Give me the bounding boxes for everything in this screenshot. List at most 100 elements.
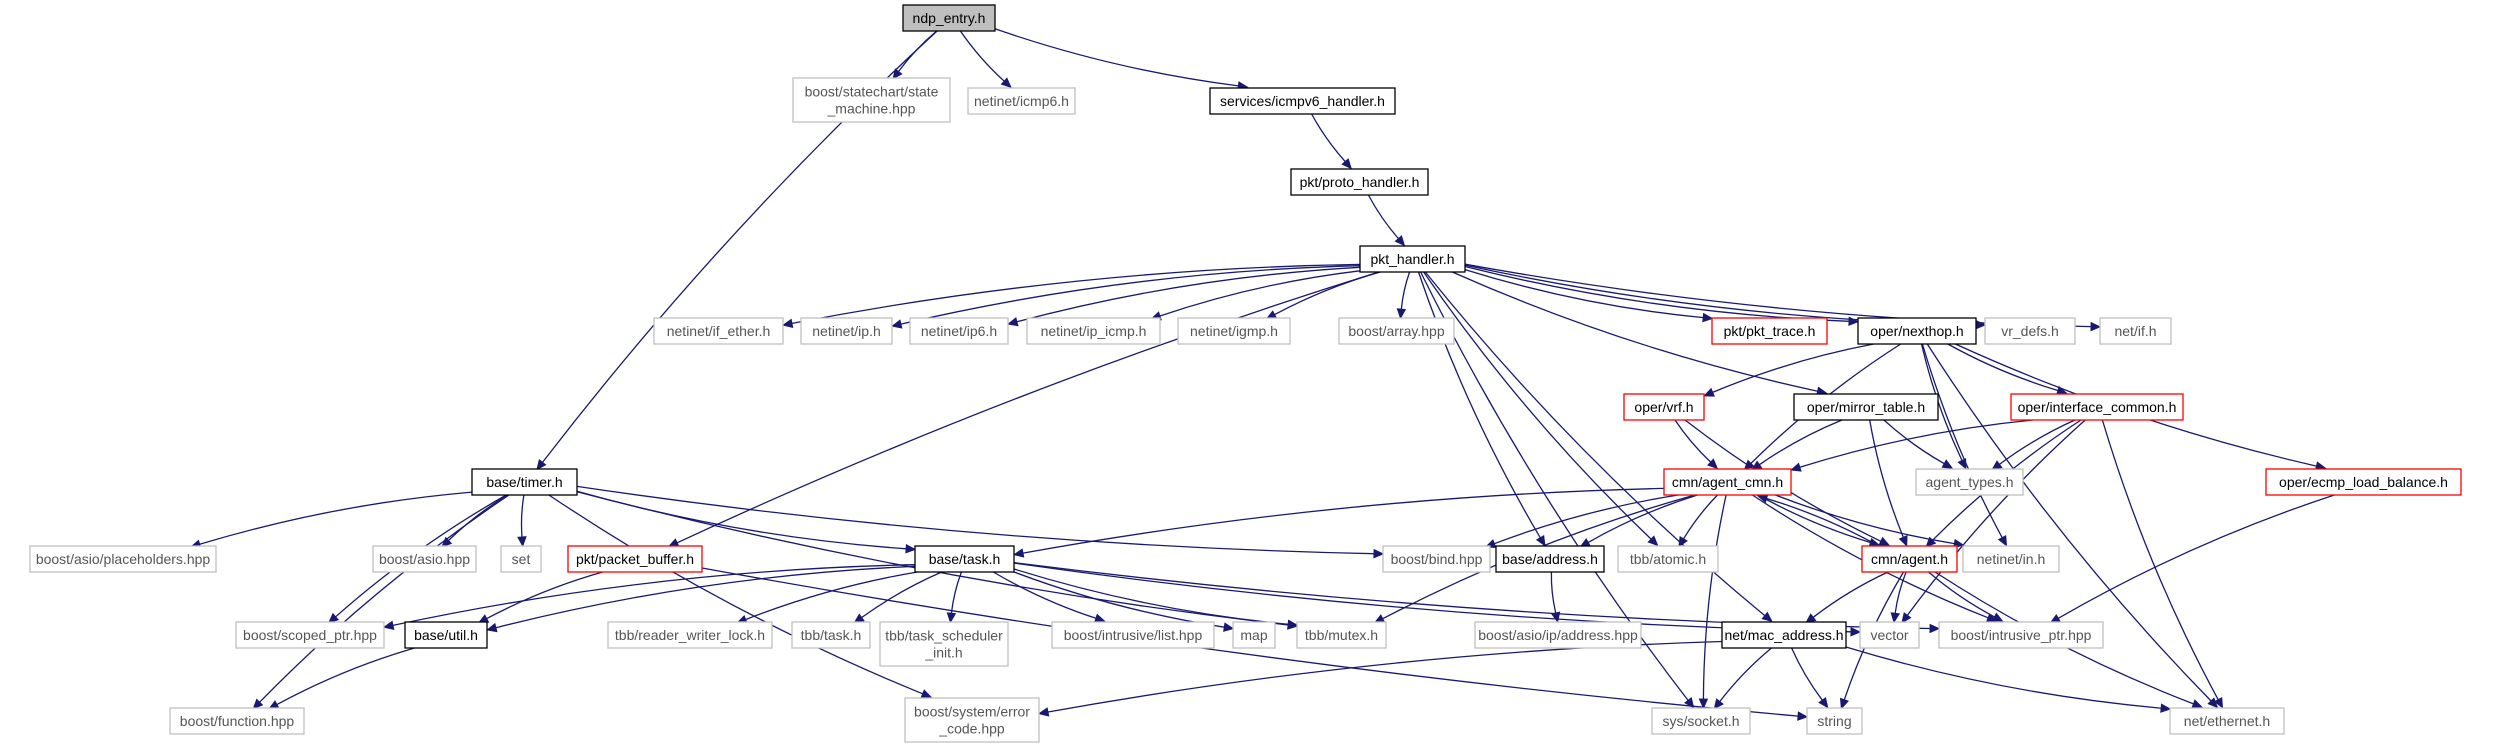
edge-line bbox=[576, 485, 1375, 555]
node-label: sys/socket.h bbox=[1662, 713, 1739, 729]
node-nexthop[interactable]: oper/nexthop.h bbox=[1857, 317, 1977, 345]
edge-arrowhead bbox=[1702, 312, 1714, 323]
node-box bbox=[1915, 468, 2024, 496]
node-box bbox=[2265, 468, 2462, 496]
edge-arrowhead bbox=[1818, 696, 1829, 709]
node-box bbox=[1861, 545, 1958, 573]
edge-line bbox=[1883, 419, 1945, 465]
node-packet_buffer[interactable]: pkt/packet_buffer.h bbox=[567, 545, 703, 573]
edge-line bbox=[1367, 194, 1399, 240]
edge-line bbox=[1702, 494, 1727, 700]
edge-line bbox=[1921, 343, 2003, 539]
node-box bbox=[1721, 621, 1847, 649]
edge-line bbox=[2101, 419, 2219, 701]
edge-mirror_table-to-agent_types bbox=[1883, 419, 1954, 469]
edge-line bbox=[1906, 419, 2086, 616]
edge-line bbox=[1928, 571, 1995, 618]
edge-line bbox=[576, 490, 907, 550]
node-box bbox=[1623, 393, 1705, 421]
node-ndp_entry[interactable]: ndp_entry.h bbox=[902, 4, 996, 32]
edge-arrowhead bbox=[1535, 534, 1546, 547]
node-label: oper/ecmp_load_balance.h bbox=[2279, 474, 2448, 490]
node-ip_address: boost/asio/ip/address.hpp bbox=[1474, 621, 1642, 649]
node-util[interactable]: base/util.h bbox=[404, 621, 488, 649]
edge-line bbox=[1674, 419, 1712, 463]
node-icmpv6_handler[interactable]: services/icmpv6_handler.h bbox=[1209, 87, 1396, 115]
node-address[interactable]: base/address.h bbox=[1495, 545, 1605, 573]
node-label: _init.h bbox=[924, 645, 962, 661]
node-timer[interactable]: base/timer.h bbox=[471, 468, 578, 496]
edge-mac_address-to-error_code bbox=[1037, 640, 1723, 717]
node-agent_types: agent_types.h bbox=[1915, 468, 2024, 496]
node-map: map bbox=[1232, 621, 1276, 649]
node-box bbox=[800, 317, 893, 345]
edge-line bbox=[1999, 419, 2076, 465]
node-mirror_table[interactable]: oper/mirror_table.h bbox=[1793, 393, 1939, 421]
edge-ecmp_lb-to-intrusive_ptr bbox=[2049, 494, 2335, 624]
node-box bbox=[1617, 545, 1719, 573]
node-ecmp_lb[interactable]: oper/ecmp_load_balance.h bbox=[2265, 468, 2462, 496]
node-box bbox=[1495, 545, 1605, 573]
node-interface_common[interactable]: oper/interface_common.h bbox=[2010, 393, 2184, 421]
edge-agent_cmn-to-netinet_in bbox=[1775, 494, 1965, 549]
node-vrf[interactable]: oper/vrf.h bbox=[1623, 393, 1705, 421]
edge-line bbox=[2057, 494, 2335, 619]
node-box bbox=[235, 621, 385, 649]
node-label: agent_types.h bbox=[1926, 474, 2014, 490]
node-mac_address[interactable]: net/mac_address.h bbox=[1721, 621, 1847, 649]
edge-arrowhead bbox=[1396, 308, 1407, 320]
edge-line bbox=[1016, 266, 1361, 323]
edge-arrowhead bbox=[1850, 627, 1862, 637]
nodes-layer: ndp_entry.h boost/statechart/state_machin… bbox=[29, 4, 2462, 743]
edge-address-to-ip_address bbox=[1550, 571, 1561, 624]
edge-arrowhead bbox=[1341, 158, 1353, 170]
edge-line bbox=[1013, 568, 1289, 625]
node-label: _code.hpp bbox=[938, 721, 1005, 737]
edge-timer-to-placeholders bbox=[189, 491, 473, 549]
node-box bbox=[1663, 468, 1792, 496]
node-pkt_trace[interactable]: pkt/pkt_trace.h bbox=[1711, 317, 1828, 345]
node-igmp: netinet/igmp.h bbox=[1177, 317, 1291, 345]
edge-line bbox=[276, 647, 415, 706]
edge-agent-to-agent_cmn bbox=[1756, 494, 1880, 547]
edge-line bbox=[791, 263, 1361, 325]
edge-arrowhead bbox=[891, 319, 903, 329]
edge-interface_common-to-vector bbox=[1901, 419, 2086, 624]
node-label: ndp_entry.h bbox=[913, 10, 986, 26]
node-set: set bbox=[500, 545, 542, 573]
edge-arrowhead bbox=[1703, 387, 1715, 397]
node-label: boost/bind.hpp bbox=[1391, 551, 1483, 567]
edge-line bbox=[1452, 271, 1818, 392]
node-label: oper/vrf.h bbox=[1634, 399, 1693, 415]
node-proto_handler[interactable]: pkt/proto_handler.h bbox=[1290, 168, 1429, 196]
edge-task-to-mutex bbox=[1013, 568, 1299, 629]
edge-line bbox=[1022, 487, 1665, 554]
edge-arrowhead bbox=[2090, 321, 2102, 332]
node-label: pkt/pkt_trace.h bbox=[1724, 323, 1816, 339]
node-label: netinet/icmp6.h bbox=[974, 93, 1069, 109]
node-agent_cmn[interactable]: cmn/agent_cmn.h bbox=[1663, 468, 1792, 496]
node-pkt_handler[interactable]: pkt_handler.h bbox=[1359, 245, 1466, 273]
node-label: map bbox=[1240, 627, 1267, 643]
node-label: netinet/if_ether.h bbox=[667, 323, 771, 339]
node-netinet_in: netinet/in.h bbox=[1962, 545, 2060, 573]
edge-arrowhead bbox=[1093, 613, 1106, 623]
node-box bbox=[169, 707, 305, 735]
node-agent[interactable]: cmn/agent.h bbox=[1861, 545, 1958, 573]
node-label: net/mac_address.h bbox=[1724, 627, 1843, 643]
node-if_ether: netinet/if_ether.h bbox=[653, 317, 784, 345]
edge-arrowhead bbox=[920, 689, 933, 699]
edge-line bbox=[1712, 343, 1874, 393]
node-task[interactable]: base/task.h bbox=[914, 545, 1015, 573]
edge-arrowhead bbox=[1839, 697, 1849, 710]
node-label: netinet/igmp.h bbox=[1190, 323, 1278, 339]
node-label: cmn/agent.h bbox=[1871, 551, 1948, 567]
node-label: boost/intrusive_ptr.hpp bbox=[1951, 627, 2092, 643]
node-label: cmn/agent_cmn.h bbox=[1672, 474, 1783, 490]
node-statechart: boost/statechart/state_machine.hpp bbox=[792, 77, 951, 123]
edge-arrowhead bbox=[1941, 459, 1954, 469]
edge-line bbox=[1791, 647, 1823, 701]
node-box bbox=[792, 77, 951, 123]
edge-agent_cmn-to-tbb_atomic bbox=[1678, 494, 1718, 548]
node-box bbox=[1984, 317, 2076, 345]
